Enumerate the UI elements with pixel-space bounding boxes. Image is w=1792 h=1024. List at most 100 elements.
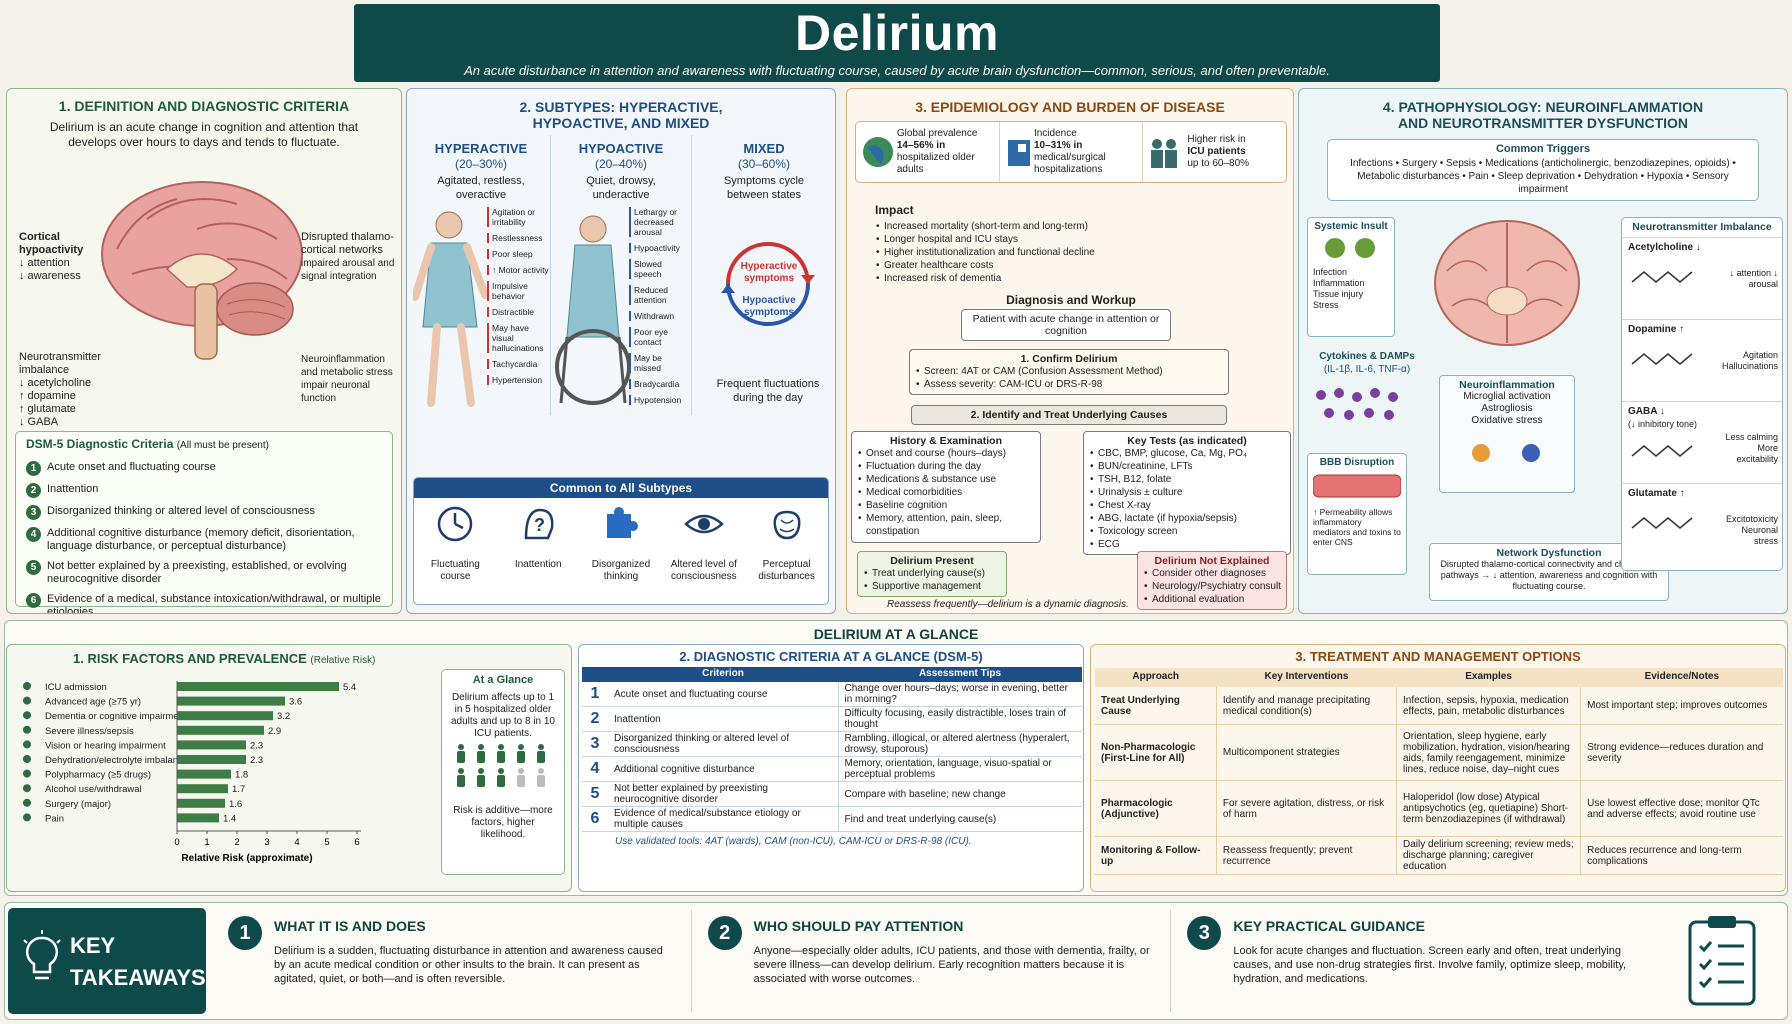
- list-item: Increased risk of dementia: [875, 272, 1205, 285]
- risk-factor-icon: [23, 696, 31, 705]
- hyperactive-name: HYPERACTIVE: [434, 141, 528, 156]
- risk-value-label: 2.9: [268, 726, 281, 737]
- hyperactive-patient-figure: [413, 211, 489, 407]
- confirm-list: Screen: 4AT or CAM (Confusion Assessment…: [915, 365, 1223, 391]
- dsm-criteria-box: DSM-5 Diagnostic Criteria (All must be p…: [15, 431, 393, 613]
- risk-category-label: Severe illness/sepsis: [45, 726, 134, 737]
- svg-text:?: ?: [534, 515, 545, 535]
- list-item: Medications & substance use: [857, 473, 1035, 486]
- bacteria-icon: [1325, 238, 1375, 258]
- risk-bar: [177, 682, 339, 691]
- takeaways-title2: TAKEAWAYS: [70, 965, 206, 990]
- risk-factor-icon: [23, 711, 31, 720]
- neuroinflammation-label: Neuroinflammation and metabolic stress i…: [301, 354, 393, 404]
- risk-factor-icon: [23, 682, 31, 690]
- nt-name: Glutamate ↑: [1628, 488, 1685, 500]
- cytokine-dots-icon: [1316, 388, 1398, 420]
- dx-row-number: 4: [590, 760, 600, 778]
- present-list: Treat underlying cause(s)Supportive mana…: [863, 567, 1001, 593]
- sign-item: Poor eye contact: [629, 327, 691, 347]
- dx-row-number: 6: [590, 810, 600, 828]
- thalamo-label: Disrupted thalamo-cortical networks impa…: [301, 231, 399, 283]
- risk-factor-icon: [23, 725, 31, 734]
- treat-cell: Treat Underlying Cause: [1095, 686, 1217, 725]
- sign-item: May have visual hallucinations: [487, 323, 549, 353]
- risk-category-label: ICU admission: [45, 682, 107, 693]
- sign-item: Distractible: [487, 307, 549, 317]
- nt-label-line4: ↓ GABA: [19, 416, 59, 428]
- risk-tick-label: 5: [324, 837, 329, 848]
- hyperactive-pct: (20–30%): [454, 157, 508, 172]
- mixed-cycle-hypo: Hypoactive symptoms: [742, 295, 796, 318]
- risk-heading: 1. RISK FACTORS AND PREVALENCE (Relative…: [73, 651, 375, 668]
- treat-cell: Infection, sepsis, hypoxia, medication e…: [1396, 686, 1582, 725]
- treatment-panel: 3. TREATMENT AND MANAGEMENT OPTIONS Appr…: [1090, 644, 1786, 892]
- hyperactive-desc: Agitated, restless, overactive: [437, 175, 525, 201]
- person-icon-body: [457, 750, 465, 763]
- risk-bar: [177, 696, 285, 706]
- list-item: Urinalysis ± culture: [1089, 486, 1285, 499]
- clock-icon: [438, 506, 473, 542]
- common-subtype-label: Fluctuating course: [430, 558, 480, 582]
- treat-col-header: Approach: [1132, 671, 1180, 683]
- sign-item: Agitation or irritability: [487, 207, 549, 227]
- bbb-box: BBB Disruption ↑ Permeability allows inf…: [1307, 453, 1407, 575]
- definition-intro: Delirium is an acute change in cognition…: [49, 120, 359, 149]
- sign-item: Lethargy or decreased arousal: [629, 207, 691, 237]
- workup-title: Diagnosis and Workup: [1006, 293, 1136, 307]
- person-icon-body: [477, 774, 485, 787]
- notexp-title: Delirium Not Explained: [1154, 555, 1270, 567]
- takeaway-number: 1: [228, 916, 262, 950]
- globe-icon: [863, 137, 893, 167]
- sign-item: May be missed: [629, 353, 691, 373]
- impact-list: Increased mortality (short-term and long…: [875, 220, 1205, 285]
- common-subtype-item: Perceptual disturbances: [747, 504, 827, 583]
- puzzle-icon: [606, 507, 638, 538]
- person-icon: [458, 743, 464, 750]
- hyperactive-column: HYPERACTIVE (20–30%) Agitated, restless,…: [411, 141, 551, 203]
- tests-box: Key Tests (as indicated) CBC, BMP, gluco…: [1083, 431, 1291, 555]
- delirium-present-box: Delirium Present Treat underlying cause(…: [857, 551, 1007, 597]
- takeaway-title: WHAT IT IS AND DOES: [274, 918, 426, 934]
- risk-factor-icon: [23, 740, 31, 749]
- hypoactive-pct: (20–40%): [594, 157, 648, 172]
- mixed-pct: (30–60%): [737, 157, 791, 172]
- common-subtype-item: ?Inattention: [498, 504, 578, 583]
- list-item: Longer hospital and ICU stays: [875, 233, 1205, 246]
- nt-item: GABA ↓(↓ inhibitory tone)Less calming Mo…: [1622, 402, 1782, 485]
- treat-cell: Use lowest effective dose; monitor QTc a…: [1587, 797, 1760, 820]
- risk-value-label: 2.3: [250, 740, 263, 751]
- triggers-title: Common Triggers: [1495, 143, 1591, 155]
- mixed-cycle-diagram: [721, 242, 815, 326]
- criterion-number: 3: [26, 504, 41, 520]
- nt-effect: Agitation Hallucinations: [1721, 350, 1778, 372]
- nt-label-title: Neurotransmitter imbalance: [19, 351, 101, 376]
- at-a-glance-box: At a Glance Delirium affects up to 1 in …: [441, 669, 565, 875]
- bbb-body: ↑ Permeability allows inflammatory media…: [1313, 507, 1401, 547]
- cortical-label: Cortical hypoactivity ↓ attention ↓ awar…: [19, 231, 89, 283]
- epi-stat-label: Incidence: [1033, 128, 1077, 139]
- dsm-title: DSM-5 Diagnostic Criteria: [26, 437, 174, 451]
- person-icon-body: [477, 750, 485, 763]
- list-item: Medical comorbidities: [857, 486, 1035, 499]
- dx-row-criterion: Evidence of medical/substance etiology o…: [608, 806, 839, 832]
- list-item: Treat underlying cause(s): [863, 567, 1001, 580]
- table-row: Non-Pharmacologic (First-Line for All)Mu…: [1095, 724, 1783, 781]
- risk-value-label: 3.2: [277, 711, 290, 722]
- delirium-not-explained-box: Delirium Not Explained Consider other di…: [1137, 551, 1287, 610]
- treat-cell: For severe agitation, distress, or risk …: [1216, 780, 1398, 837]
- risk-category-label: Alcohol use/withdrawal: [45, 784, 142, 795]
- impact-section: Impact Increased mortality (short-term a…: [875, 203, 1205, 285]
- nt-item: Dopamine ↑Agitation Hallucinations: [1622, 320, 1782, 403]
- lightbulb-icon: [23, 930, 61, 980]
